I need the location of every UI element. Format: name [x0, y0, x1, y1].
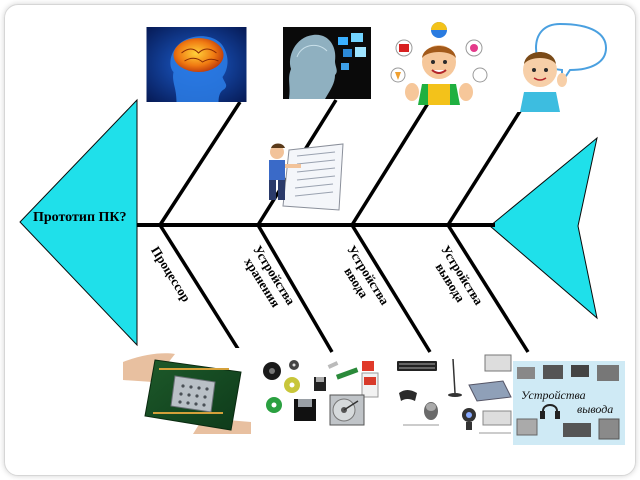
bottom-bone-3: [350, 224, 432, 353]
top-bone-4: [446, 107, 524, 226]
slide-frame: [4, 4, 636, 476]
bottom-bone-4: [446, 224, 530, 353]
brain-head-image: [146, 27, 247, 102]
storage-devices-image: [258, 355, 390, 427]
top-bone-3: [350, 99, 432, 226]
head-label: Прототип ПК?: [33, 210, 127, 225]
person-with-document-image: [263, 140, 347, 212]
child-senses-image: [388, 20, 490, 105]
digital-head-image: [283, 27, 371, 99]
fish-head: [19, 98, 138, 347]
bottom-bone-1: [158, 224, 242, 353]
top-bone-1: [158, 101, 242, 226]
output-devices-image-text-line1: Устройства: [521, 388, 586, 402]
input-devices-image: [395, 353, 515, 437]
fish-tail: [489, 136, 598, 320]
output-devices-image: Устройства вывода: [513, 361, 625, 445]
child-speech-bubble-image: [510, 20, 610, 112]
output-devices-image-text-line2: вывода: [577, 402, 613, 416]
processor-chip-image: [123, 348, 251, 434]
bottom-bone-2: [256, 224, 334, 353]
